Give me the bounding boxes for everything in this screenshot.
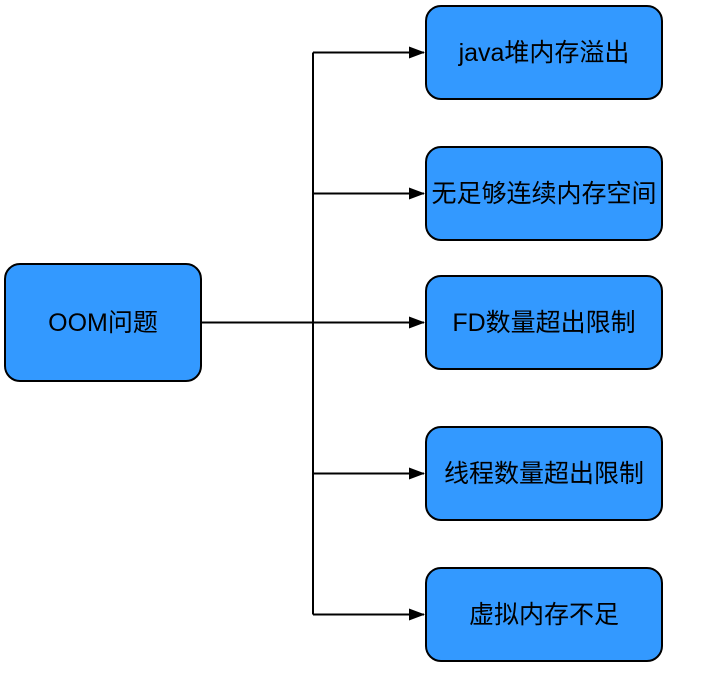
flow-node-java-heap-overflow: java堆内存溢出 [425, 5, 663, 100]
flow-node-no-contiguous-memory: 无足够连续内存空间 [425, 146, 663, 241]
node-label: java堆内存溢出 [458, 38, 630, 67]
flow-node-thread-limit-exceeded: 线程数量超出限制 [425, 426, 663, 521]
node-label: 线程数量超出限制 [443, 459, 644, 488]
node-label: OOM问题 [48, 308, 158, 337]
node-label: 虚拟内存不足 [468, 600, 619, 629]
flow-node-fd-limit-exceeded: FD数量超出限制 [425, 275, 663, 370]
flow-node-insufficient-virtual-memory: 虚拟内存不足 [425, 567, 663, 662]
node-label: FD数量超出限制 [452, 308, 636, 337]
node-label: 无足够连续内存空间 [431, 179, 657, 208]
flow-node-oom: OOM问题 [4, 263, 202, 382]
